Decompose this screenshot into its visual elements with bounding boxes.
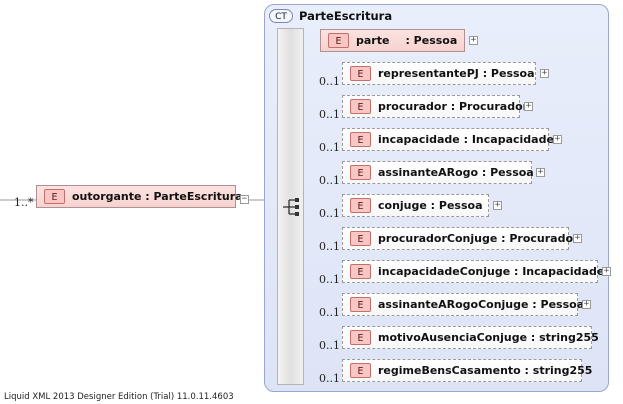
element-badge-icon: E (350, 99, 371, 114)
expand-toggle-icon[interactable]: + (524, 101, 533, 111)
child-element-label: representantePJ : Pessoa (378, 67, 535, 80)
root-element-label: outorgante : ParteEscritura (72, 190, 243, 203)
child-occurrence: 0..1 (319, 75, 340, 88)
element-badge-icon: E (350, 264, 371, 279)
child-occurrence: 0..1 (319, 141, 340, 154)
child-occurrence: 0..1 (319, 240, 340, 253)
collapse-toggle-icon[interactable]: − (240, 194, 249, 204)
element-badge-icon: E (350, 330, 371, 345)
child-element-label: parte : Pessoa (356, 34, 457, 47)
footer-watermark: Liquid XML 2013 Designer Edition (Trial)… (4, 392, 234, 402)
child-element-label: assinanteARogo : Pessoa (378, 166, 534, 179)
expand-toggle-icon[interactable]: + (469, 35, 478, 45)
sequence-icon[interactable] (283, 197, 301, 217)
child-element-label: assinanteARogoConjuge : Pessoa (378, 298, 585, 311)
complex-type-title: ParteEscritura (299, 9, 393, 23)
child-occurrence: 0..1 (319, 339, 340, 352)
child-occurrence: 0..1 (319, 306, 340, 319)
element-badge-icon: E (350, 198, 371, 213)
child-element-label: procurador : Procurador (378, 100, 529, 113)
expand-toggle-icon[interactable]: + (493, 200, 502, 210)
expand-toggle-icon[interactable]: + (536, 167, 545, 177)
expand-toggle-icon[interactable]: + (553, 134, 562, 144)
expand-toggle-icon[interactable]: + (540, 68, 549, 78)
child-occurrence: 0..1 (319, 372, 340, 385)
element-badge-icon: E (350, 66, 371, 81)
expand-toggle-icon[interactable]: + (582, 299, 591, 309)
element-badge-icon: E (350, 231, 371, 246)
element-badge-icon: E (328, 33, 349, 48)
child-occurrence: 0..1 (319, 174, 340, 187)
element-badge-icon: E (350, 132, 371, 147)
expand-toggle-icon[interactable]: + (573, 233, 582, 243)
element-badge-icon: E (44, 189, 65, 204)
child-element-label: incapacidade : Incapacidade (378, 133, 554, 146)
child-occurrence: 0..1 (319, 207, 340, 220)
root-occurrence: 1..* (14, 196, 34, 209)
child-element-label: regimeBensCasamento : string255 (378, 364, 593, 377)
child-element-name: parte (356, 34, 390, 47)
child-occurrence: 0..1 (319, 273, 340, 286)
expand-toggle-icon[interactable]: + (602, 266, 611, 276)
element-badge-icon: E (350, 297, 371, 312)
child-element-label: conjuge : Pessoa (378, 199, 483, 212)
child-element-label: incapacidadeConjuge : Incapacidade (378, 265, 605, 278)
child-occurrence: 0..1 (319, 108, 340, 121)
element-badge-icon: E (350, 165, 371, 180)
complex-type-badge-icon: CT (269, 9, 293, 23)
root-element-outorgante[interactable]: E outorgante : ParteEscritura (36, 185, 243, 208)
child-element-type: : Pessoa (405, 34, 458, 47)
child-element-label: procuradorConjuge : Procurador (378, 232, 579, 245)
element-badge-icon: E (350, 363, 371, 378)
child-element-label: motivoAusenciaConjuge : string255 (378, 331, 599, 344)
